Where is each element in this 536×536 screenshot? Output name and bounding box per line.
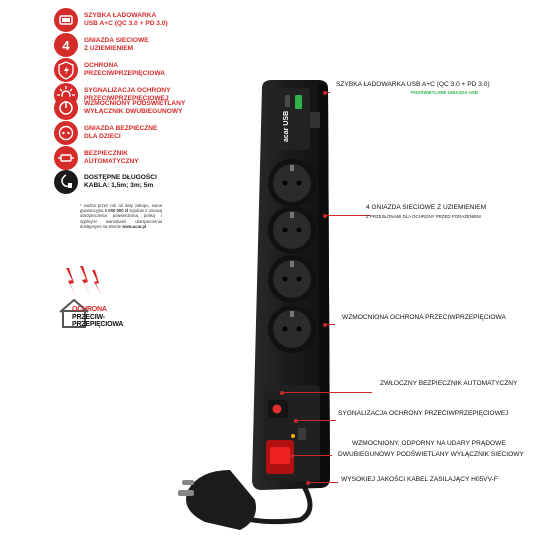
surge-protection-icon bbox=[54, 58, 78, 82]
callout-cable-leader bbox=[306, 480, 338, 485]
callout-cable: WYSOKIEJ JAKOŚCI KABEL ZASILAJĄCY H05VV-… bbox=[341, 476, 498, 483]
surge-badge-text: OCHRONA PRZECIW- PRZEPIĘCIOWA bbox=[72, 306, 124, 328]
usb-a-port bbox=[295, 95, 302, 109]
socket-2 bbox=[268, 206, 316, 254]
usb-c-port bbox=[285, 95, 290, 107]
callout-sockets-sub: Z PRZESŁONAMI DLA OCHRONY PRZED PORAŻENI… bbox=[366, 214, 481, 219]
callout-usb-sub: PODŚWIETLANE GNIAZDA USB bbox=[411, 90, 478, 95]
socket-3 bbox=[268, 255, 316, 303]
callout-sockets: 4 GNIAZDA SIECIOWE Z UZIEMIENIEM bbox=[366, 204, 487, 211]
fuse-button bbox=[272, 404, 282, 414]
illuminated-switch-icon bbox=[54, 96, 78, 120]
callout-signal: SYGNALIZACJA OCHRONY PRZECIWPRZEPIĘCIOWE… bbox=[338, 410, 509, 417]
callout-switch-line2: DWUBIEGUNOWY PODŚWIETLANY WYŁĄCZNIK SIEC… bbox=[338, 451, 524, 458]
plug bbox=[178, 470, 256, 530]
callout-usb: SZYBKA ŁADOWARKA USB A+C (QC 3.0 + PD 3.… bbox=[336, 81, 490, 88]
brand-usb-label: acar USB bbox=[283, 111, 290, 142]
fuse-icon bbox=[54, 146, 78, 170]
usb-module bbox=[276, 88, 320, 150]
lightning-icon bbox=[66, 266, 101, 296]
four-sockets-icon: 4 bbox=[54, 33, 78, 57]
guarantee-note: * ważna przez rok od daty zakupu, suma g… bbox=[80, 203, 162, 229]
callout-fuse: ZWŁOCZNY BEZPIECZNIK AUTOMATYCZNY bbox=[380, 380, 518, 387]
callout-sockets-leader bbox=[323, 213, 370, 218]
callout-surge: WZMOCNIONA OCHRONA PRZECIWPRZEPIĘCIOWA bbox=[342, 314, 506, 321]
usb-charger-icon bbox=[54, 8, 78, 32]
callout-surge-leader bbox=[323, 322, 335, 327]
socket-4 bbox=[268, 305, 316, 353]
sockets bbox=[268, 159, 316, 353]
callout-switch-leader bbox=[290, 453, 332, 458]
child-safe-socket-icon bbox=[54, 121, 78, 145]
callout-usb-leader bbox=[323, 90, 330, 95]
surge-lamp bbox=[291, 434, 295, 438]
callout-fuse-leader bbox=[280, 390, 372, 395]
socket-1 bbox=[268, 159, 316, 207]
house-icon bbox=[59, 298, 89, 328]
callout-switch: WZMOCNIONY, ODPORNY NA UDARY PRĄDOWE bbox=[352, 440, 506, 447]
cable-length-icon bbox=[54, 170, 78, 194]
callout-signal-leader bbox=[294, 418, 336, 423]
